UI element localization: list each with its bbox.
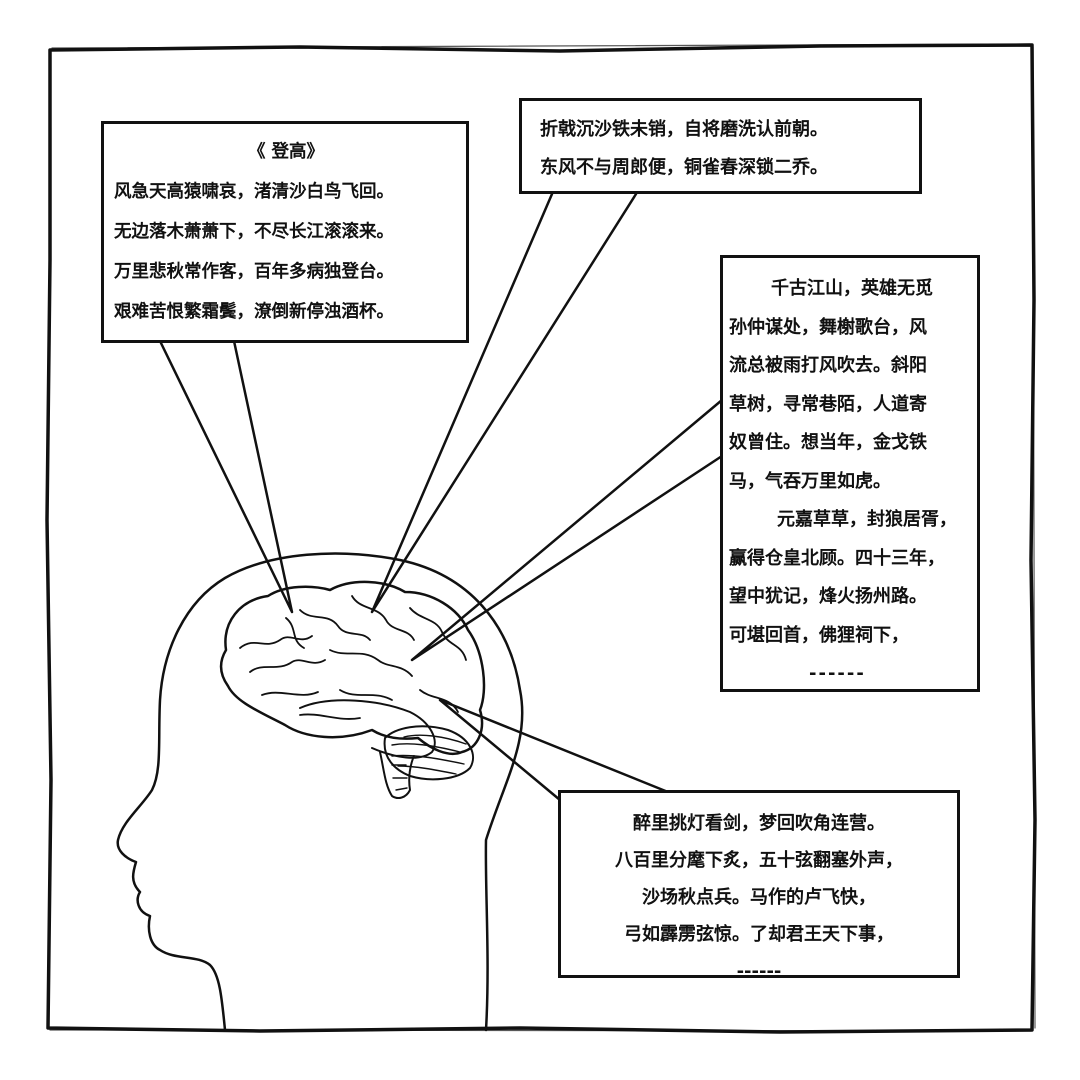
temporal-lobe	[299, 699, 436, 759]
ellipsis-dashes: ------	[736, 961, 782, 982]
poem-line: 折戟沉沙铁未销，自将磨洗认前朝。	[540, 119, 828, 140]
pointer-pozhenzi	[438, 698, 670, 802]
poem-line: 流总被雨打风吹去。斜阳	[729, 355, 927, 376]
pointer-yongyule	[410, 398, 724, 662]
pointer-chibi	[370, 192, 638, 614]
poem-line: 万里悲秋常作客，百年多病独登台。	[114, 262, 394, 282]
poem-box-yongyule: 千古江山，英雄无觅 孙仲谋处，舞榭歌台，风 流总被雨打风吹去。斜阳 草树，寻常巷…	[720, 255, 980, 692]
head-silhouette	[116, 552, 524, 1032]
poem-line: 无边落木萧萧下，不尽长江滚滚来。	[114, 222, 394, 242]
frame-border	[45, 43, 1037, 1034]
brain-gyri	[239, 595, 467, 720]
poem-line: 东风不与周郎便，铜雀春深锁二乔。	[540, 157, 828, 178]
pointer-denggao	[158, 339, 294, 614]
poem-box-pozhenzi: 醉里挑灯看剑，梦回吹角连营。 八百里分麾下炙，五十弦翻塞外声， 沙场秋点兵。马作…	[558, 790, 960, 982]
poem-line: 赢得仓皇北顾。四十三年，	[729, 547, 945, 569]
poem-line: 弓如霹雳弦惊。了却君王天下事，	[624, 924, 894, 945]
poem-line: 可堪回首，佛狸祠下，	[729, 624, 909, 646]
poem-line: 奴曾住。想当年，金戈铁	[729, 432, 927, 453]
poem-line: 醉里挑灯看剑，梦回吹角连营。	[633, 813, 885, 834]
poem-line: 八百里分麾下炙，五十弦翻塞外声，	[615, 850, 903, 871]
poem-line: 孙仲谋处，舞榭歌台，风	[729, 316, 927, 338]
poem-line: 草树，寻常巷陌，人道寄	[729, 393, 927, 415]
poem-line: 马，气吞万里如虎。	[729, 470, 891, 492]
ellipsis-dashes: ------	[809, 663, 866, 684]
poem-line: 沙场秋点兵。马作的卢飞快，	[642, 887, 876, 908]
poem-box-denggao: 《 登高》 风急天高猿啸哀，渚清沙白鸟飞回。 无边落木萧萧下，不尽长江滚滚来。 …	[101, 121, 469, 343]
poem-line: 风急天高猿啸哀，渚清沙白鸟飞回。	[114, 182, 394, 202]
poem-line: 千古江山，英雄无觅	[771, 278, 933, 299]
cerebellum	[383, 725, 475, 781]
brain-stem	[379, 751, 415, 799]
poem-title: 《 登高》	[247, 142, 325, 162]
poem-line: 望中犹记，烽火扬州路。	[729, 586, 927, 607]
poem-box-chibi: 折戟沉沙铁未销，自将磨洗认前朝。 东风不与周郎便，铜雀春深锁二乔。	[519, 98, 922, 194]
poem-line: 艰难苦恨繁霜鬓，潦倒新停浊酒杯。	[114, 302, 394, 322]
poem-line: 元嘉草草，封狼居胥，	[777, 509, 957, 530]
